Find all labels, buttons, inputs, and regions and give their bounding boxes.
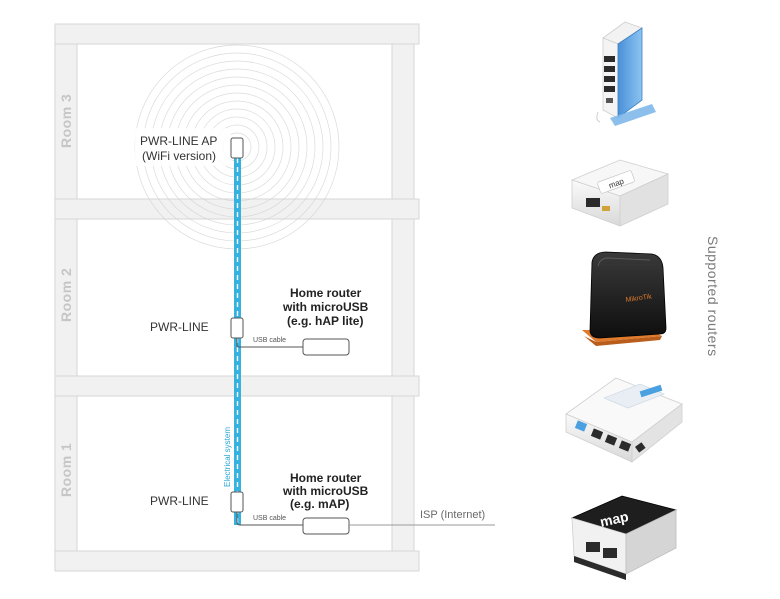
usb-cable-room1-label: USB cable <box>253 515 286 522</box>
right-wall <box>391 25 415 572</box>
map-white-icon: map <box>570 159 670 227</box>
electrical-system-label: Electrical system <box>223 427 232 487</box>
hap-lite-tower-icon <box>596 21 656 126</box>
home-router-room2 <box>302 338 350 356</box>
usb-cable-room1 <box>236 512 303 526</box>
building-walls <box>54 23 420 572</box>
home-router-room1 <box>302 517 350 535</box>
hap-mini-black-icon: MikroTik <box>582 251 667 346</box>
usb-cable-room2-label: USB cable <box>253 337 286 344</box>
svg-text:MikroTik: MikroTik <box>625 293 652 304</box>
room-1-label: Room 1 <box>58 443 74 497</box>
hap-lite-white-icon <box>565 377 683 463</box>
pwrline-ap-device <box>230 137 244 159</box>
roof-slab <box>54 23 420 45</box>
supported-routers-title: Supported routers <box>705 236 721 357</box>
pwrline-room2-device <box>230 317 244 339</box>
router-room2-label-line2: with microUSB <box>282 300 369 314</box>
router-room1-label-line2: with microUSB <box>282 484 369 498</box>
room-2-label: Room 2 <box>58 268 74 322</box>
pwrline-room2-label: PWR-LINE <box>150 320 209 334</box>
floor-slab-1 <box>54 550 420 572</box>
router-room1-label-line1: Home router <box>290 471 362 485</box>
isp-label: ISP (Internet) <box>420 509 485 521</box>
pwrline-room1-device <box>230 491 244 513</box>
map-black-icon: map <box>570 495 678 580</box>
ap-label-line2: (WiFi version) <box>142 149 216 163</box>
ap-label-line1: PWR-LINE AP <box>140 134 217 148</box>
router-room1-label-line3: (e.g. mAP) <box>290 497 349 511</box>
svg-text:map: map <box>598 508 629 530</box>
router-room2-label-line1: Home router <box>290 286 362 300</box>
pwrline-room1-label: PWR-LINE <box>150 494 209 508</box>
usb-cable-room2 <box>236 338 303 348</box>
room-3-label: Room 3 <box>58 94 74 148</box>
router-room2-label-line3: (e.g. hAP lite) <box>287 314 363 328</box>
